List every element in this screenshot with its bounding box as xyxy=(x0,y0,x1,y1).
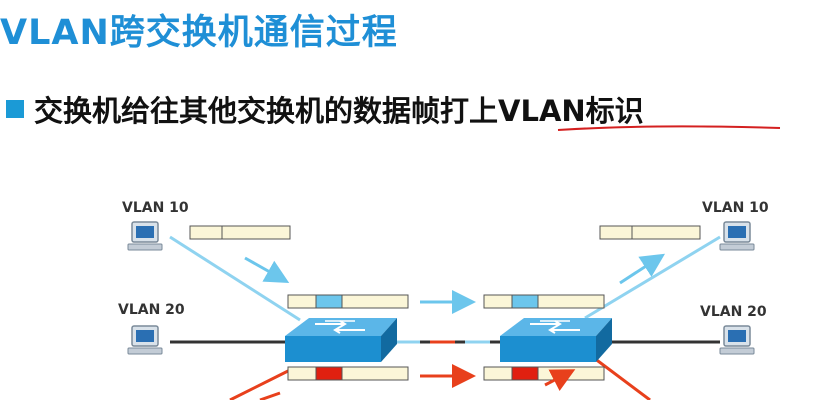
highlight-underline xyxy=(557,125,781,131)
pc-icon xyxy=(719,325,755,355)
label-left-vlan20: VLAN 20 xyxy=(118,302,185,318)
red-link-right xyxy=(589,353,651,400)
bullet-highlight-text: 打上VLAN标识 xyxy=(440,94,644,128)
switch-icon xyxy=(285,318,397,362)
vlan10-link-left xyxy=(169,235,301,322)
bullet-square-icon xyxy=(6,100,24,118)
tagged-frame-vlan20-right xyxy=(483,366,605,381)
tagged-frame-vlan10-right xyxy=(483,294,605,309)
slide-title: VLAN跨交换机通信过程 xyxy=(0,13,398,53)
switch-icon xyxy=(500,318,612,362)
arrow-icon xyxy=(544,369,576,391)
bullet-item: 交换机给往其他交换机的数据帧打上VLAN标识 xyxy=(6,88,644,130)
label-right-vlan20: VLAN 20 xyxy=(700,304,767,320)
frame-right-top xyxy=(599,225,701,240)
tagged-frame-vlan10-left xyxy=(287,294,409,309)
label-right-vlan10: VLAN 10 xyxy=(702,200,769,216)
frame-left-top xyxy=(189,225,291,240)
bullet-text: 交换机给往其他交换机的数据帧打上VLAN标识 xyxy=(34,88,644,130)
pc-icon xyxy=(719,221,755,251)
pc-icon xyxy=(127,325,163,355)
arrow-icon xyxy=(244,256,290,283)
tagged-frame-vlan20-left xyxy=(287,366,409,381)
bullet-main-text: 交换机给往其他交换机的数据帧 xyxy=(34,94,441,128)
label-left-vlan10: VLAN 10 xyxy=(122,200,189,216)
vlan10-link-right xyxy=(584,235,721,320)
arrow-icon xyxy=(259,391,281,400)
pc-icon xyxy=(127,221,163,251)
red-link-left xyxy=(229,368,291,400)
arrow-icon xyxy=(619,253,666,285)
